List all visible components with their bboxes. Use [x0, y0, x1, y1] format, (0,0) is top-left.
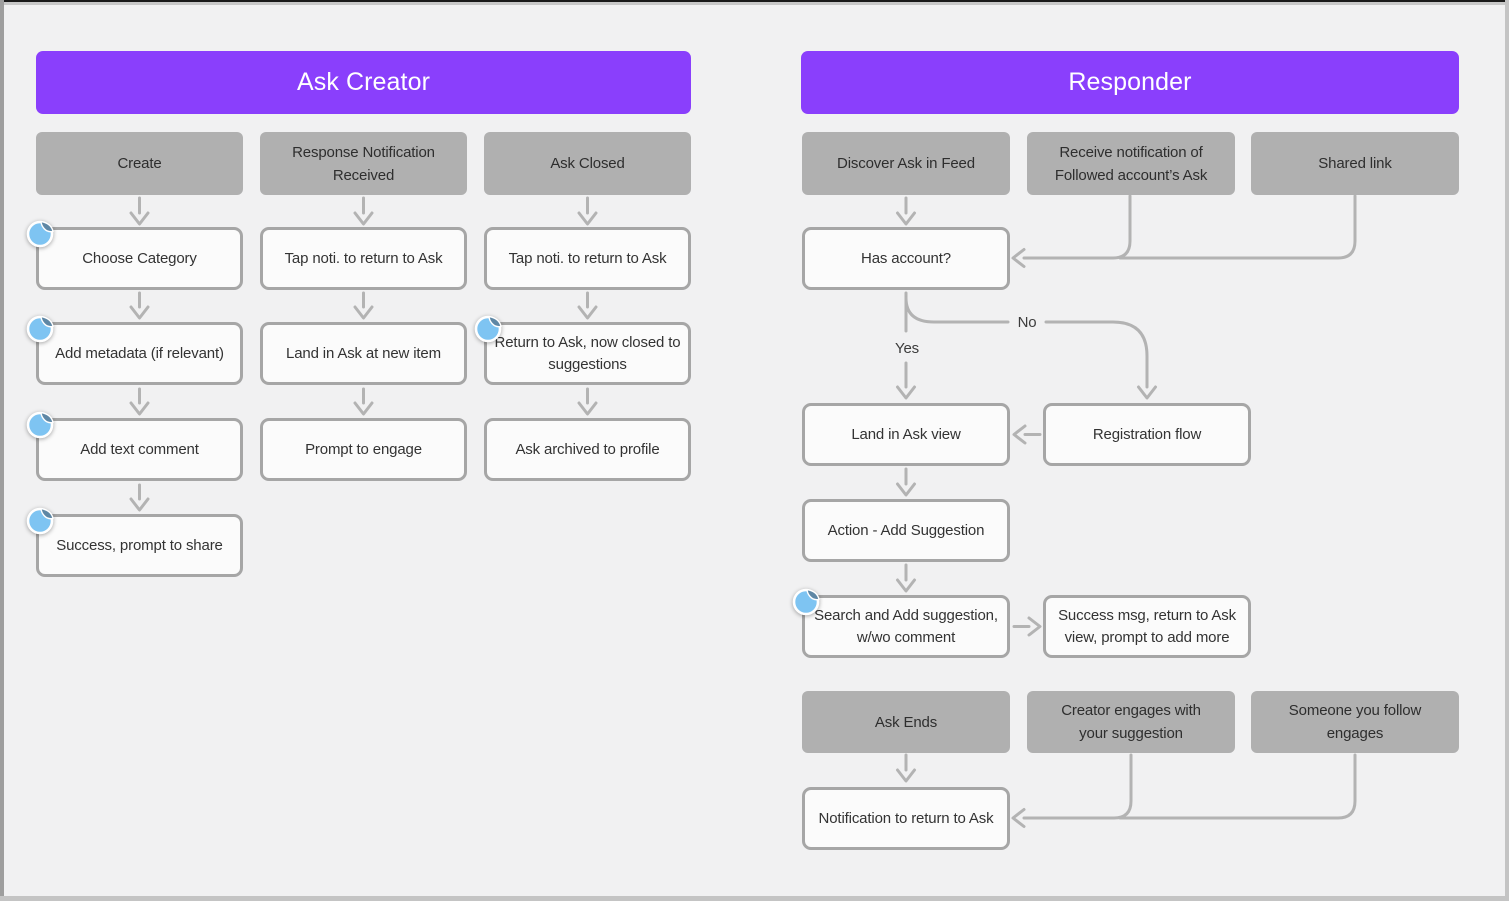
node-prompt-engage[interactable]: Prompt to engage	[260, 418, 467, 481]
lane-header-create[interactable]: Create	[36, 132, 243, 195]
node-notification-return[interactable]: Notification to return to Ask	[802, 787, 1010, 850]
lane-header-shared-link[interactable]: Shared link	[1251, 132, 1459, 195]
node-tap-noti-closed[interactable]: Tap noti. to return to Ask	[484, 227, 691, 290]
lane-header-ask-closed[interactable]: Ask Closed	[484, 132, 691, 195]
node-tap-noti-response[interactable]: Tap noti. to return to Ask	[260, 227, 467, 290]
connector-someone-engages-to-notification	[1118, 753, 1357, 820]
sticker-icon[interactable]	[25, 506, 55, 536]
window-edge-bottom	[0, 896, 1509, 901]
node-action-add-suggestion[interactable]: Action - Add Suggestion	[802, 499, 1010, 562]
lane-header-someone-engages[interactable]: Someone you follow engages	[1251, 691, 1459, 753]
node-success-share[interactable]: Success, prompt to share	[36, 514, 243, 577]
node-registration-flow[interactable]: Registration flow	[1043, 403, 1251, 466]
node-add-metadata[interactable]: Add metadata (if relevant)	[36, 322, 243, 385]
node-add-text-comment[interactable]: Add text comment	[36, 418, 243, 481]
connector-no-branch-left	[904, 296, 1010, 324]
section-header-responder[interactable]: Responder	[801, 51, 1459, 114]
node-search-add-suggestion[interactable]: Search and Add suggestion, w/wo comment	[802, 595, 1010, 658]
window-edge-top	[0, 0, 1509, 2]
connector-shared-link-to-has-account	[1118, 194, 1357, 260]
node-has-account[interactable]: Has account?	[802, 227, 1010, 290]
node-choose-category[interactable]: Choose Category	[36, 227, 243, 290]
lane-header-discover-feed[interactable]: Discover Ask in Feed	[802, 132, 1010, 195]
lane-header-response-notification[interactable]: Response Notification Received	[260, 132, 467, 195]
sticker-icon[interactable]	[473, 314, 503, 344]
connector-creator-engages-to-notification	[1011, 753, 1133, 828]
window-edge-left	[0, 0, 4, 901]
node-land-new-item[interactable]: Land in Ask at new item	[260, 322, 467, 385]
lane-header-receive-notification[interactable]: Receive notification of Followed account…	[1027, 132, 1235, 195]
node-ask-archived[interactable]: Ask archived to profile	[484, 418, 691, 481]
window-edge-top-inner	[0, 2, 1509, 5]
node-land-ask-view[interactable]: Land in Ask view	[802, 403, 1010, 466]
sticker-icon[interactable]	[25, 219, 55, 249]
connector-notification-to-has-account	[1011, 194, 1132, 268]
lane-header-ask-ends[interactable]: Ask Ends	[802, 691, 1010, 753]
node-return-closed[interactable]: Return to Ask, now closed to suggestions	[484, 322, 691, 385]
window-edge-right	[1505, 0, 1509, 901]
lane-header-creator-engages[interactable]: Creator engages with your suggestion	[1027, 691, 1235, 753]
branch-label-no[interactable]: No	[1017, 313, 1037, 331]
sticker-icon[interactable]	[791, 587, 821, 617]
node-success-msg[interactable]: Success msg, return to Ask view, prompt …	[1043, 595, 1251, 658]
sticker-icon[interactable]	[25, 410, 55, 440]
section-header-ask-creator[interactable]: Ask Creator	[36, 51, 691, 114]
sticker-icon[interactable]	[25, 314, 55, 344]
branch-label-yes[interactable]: Yes	[894, 339, 920, 357]
connector-no-branch-to-registration	[1044, 320, 1157, 400]
